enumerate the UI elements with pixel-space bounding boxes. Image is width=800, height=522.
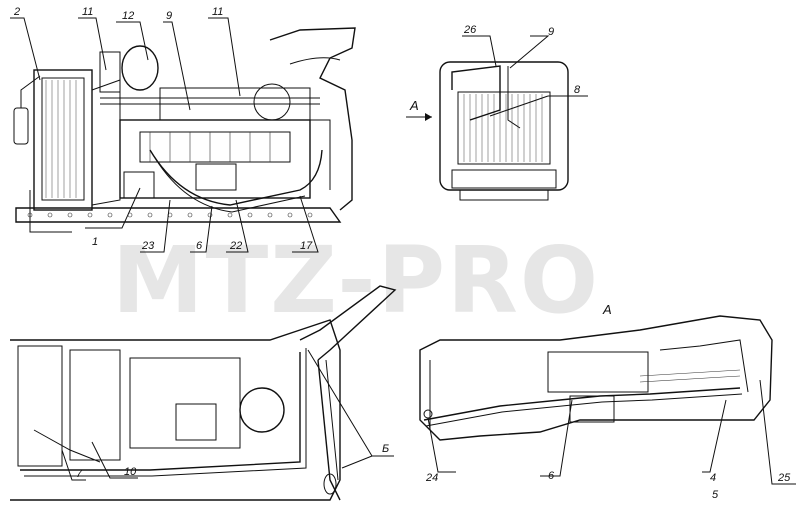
callout-label: 1 (92, 236, 98, 248)
callout-label: 25 (777, 472, 791, 484)
side-view (13, 27, 356, 233)
top-callouts: 7 10 Б (76, 443, 389, 480)
callout-label: 7 (76, 468, 83, 480)
callout-label: 11 (82, 6, 93, 18)
front-callouts: A 26 9 8 (409, 24, 581, 113)
callout-label: 10 (124, 466, 137, 478)
side-callouts: 2 11 12 9 11 1 23 6 22 17 (13, 6, 313, 252)
top-leaders (61, 349, 394, 481)
callout-label: 6 (548, 470, 555, 482)
top-view (10, 285, 397, 501)
callout-label: 5 (712, 489, 719, 501)
callout-label: 24 (425, 472, 438, 484)
side-leaders (10, 17, 319, 253)
detail-view (419, 315, 773, 441)
detail-leaders (427, 379, 796, 485)
callout-label: 4 (710, 472, 716, 484)
callout-label: 6 (196, 240, 203, 252)
detail-callouts: A 24 6 4 5 25 (425, 302, 791, 501)
callout-label: Б (382, 443, 389, 455)
view-label-A: A (409, 98, 419, 113)
callout-label: 9 (548, 26, 554, 38)
callout-label: 17 (300, 240, 313, 252)
front-leaders (462, 35, 588, 117)
callout-label: 26 (463, 24, 477, 36)
watermark: MTZ-PRO (112, 227, 600, 334)
callout-label: 22 (229, 240, 242, 252)
view-label-A: A (602, 302, 612, 317)
callout-label: 12 (122, 10, 134, 22)
front-view (406, 61, 569, 201)
callout-label: 9 (166, 10, 172, 22)
callout-label: 11 (212, 6, 223, 18)
callout-label: 2 (13, 6, 20, 18)
callout-label: 8 (574, 84, 581, 96)
callout-label: 23 (141, 240, 155, 252)
